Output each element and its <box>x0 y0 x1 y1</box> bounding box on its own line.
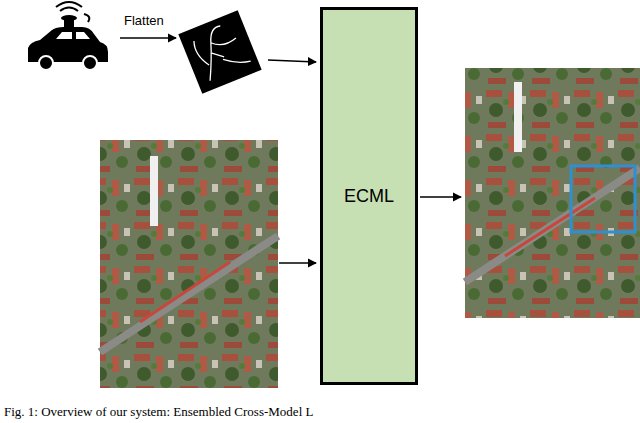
step-label: Flatten <box>124 13 164 28</box>
aerial-image <box>465 68 640 318</box>
arrow <box>420 196 461 197</box>
arrow <box>120 37 176 38</box>
figure-caption: Fig. 1: Overview of our system: Ensemble… <box>4 404 313 420</box>
car-icon <box>28 2 108 70</box>
arrow <box>279 262 316 263</box>
lidar-image <box>178 10 261 93</box>
match-box <box>571 166 635 232</box>
aerial-image <box>100 140 278 388</box>
process-box: ECML <box>320 7 418 385</box>
arrow <box>268 60 316 62</box>
box-label: ECML <box>344 186 394 207</box>
